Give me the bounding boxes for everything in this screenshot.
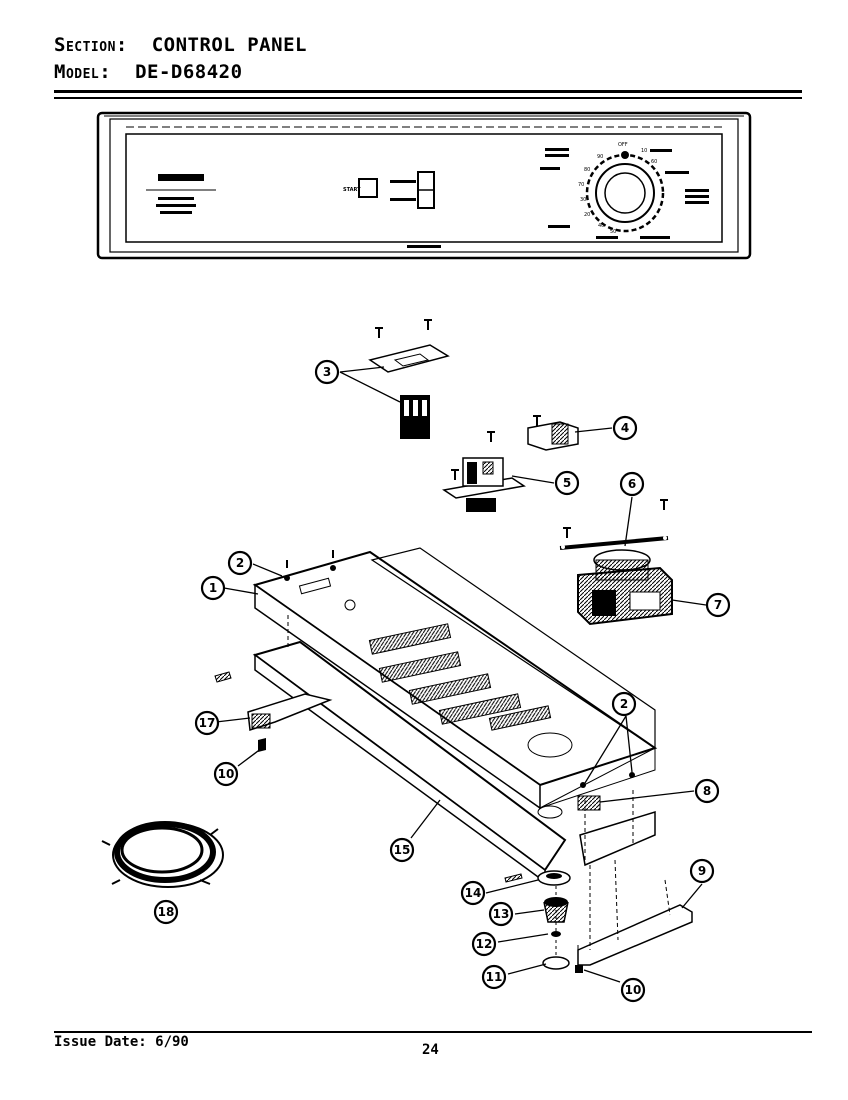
part-7-timer	[577, 549, 673, 626]
dial-number-30: 30	[580, 197, 586, 203]
callout-17-label: 17	[199, 716, 216, 730]
dial-number-50: 50	[610, 229, 616, 235]
part-6-strap	[559, 499, 669, 550]
dial-number-10: 10	[641, 148, 647, 154]
callout-18-label: 18	[158, 905, 175, 919]
callout-13-label: 13	[493, 907, 510, 921]
callout-8-label: 8	[703, 784, 711, 798]
model-label: Model:	[54, 61, 112, 83]
leader-lines	[215, 366, 707, 983]
callout-11-label: 11	[486, 970, 503, 984]
part-18-wire-harness	[101, 821, 224, 888]
callout-13: 13	[488, 901, 514, 927]
section-heading: Section: CONTROL PANEL	[54, 34, 307, 56]
callout-7-label: 7	[714, 598, 722, 612]
callout-12-label: 12	[476, 937, 493, 951]
section-value: CONTROL PANEL	[151, 34, 307, 56]
dial-number-80: 80	[584, 167, 590, 173]
callout-6-label: 6	[628, 477, 636, 491]
start-label: START	[343, 187, 361, 193]
part-4-switch	[527, 415, 579, 451]
callout-3-label: 3	[323, 365, 331, 379]
callout-15-label: 15	[394, 843, 411, 857]
callout-15: 15	[389, 837, 415, 863]
callout-18: 18	[153, 899, 179, 925]
callout-2a-label: 2	[236, 556, 244, 570]
callout-1: 1	[200, 575, 226, 601]
header-rule-thin	[54, 97, 802, 99]
knob-parts	[504, 870, 571, 970]
callout-2b-label: 2	[620, 697, 628, 711]
callout-3: 3	[314, 359, 340, 385]
callout-6: 6	[619, 471, 645, 497]
timer-dial	[585, 151, 665, 233]
dial-number-70: 70	[578, 182, 584, 188]
callout-8: 8	[694, 778, 720, 804]
callout-9-label: 9	[698, 864, 706, 878]
callout-5-label: 5	[563, 476, 571, 490]
callout-12: 12	[471, 931, 497, 957]
part-17-bracket	[214, 671, 333, 752]
dial-number-40: 40	[598, 223, 604, 229]
part-9-bracket	[575, 859, 693, 973]
callout-10b: 10	[620, 977, 646, 1003]
part-3-assembly	[368, 319, 450, 439]
callout-14: 14	[460, 880, 486, 906]
callout-9: 9	[689, 858, 715, 884]
model-heading: Model: DE-D68420	[54, 61, 243, 83]
model-value: DE-D68420	[135, 61, 243, 83]
start-button	[358, 178, 378, 198]
callout-5: 5	[554, 470, 580, 496]
footer-rule	[54, 1031, 812, 1033]
control-panel-front-view: START 10 20 30 40 50 60 70 80 9	[96, 111, 752, 260]
issue-date: Issue Date: 6/90	[54, 1034, 189, 1050]
callout-17: 17	[194, 710, 220, 736]
callout-7: 7	[705, 592, 731, 618]
callout-10a-label: 10	[218, 767, 235, 781]
callout-1-label: 1	[209, 581, 217, 595]
section-label: Section:	[54, 34, 128, 56]
dial-number-90: 90	[597, 154, 603, 160]
dial-number-60: 60	[651, 159, 657, 165]
main-panel-frame	[252, 547, 658, 884]
callout-11: 11	[481, 964, 507, 990]
callout-14-label: 14	[465, 886, 482, 900]
dial-number-off: OFF	[618, 142, 628, 148]
dial-number-20: 20	[584, 212, 590, 218]
callout-2a: 2	[227, 550, 253, 576]
callout-10a: 10	[213, 761, 239, 787]
callout-2b: 2	[611, 691, 637, 717]
callout-4: 4	[612, 415, 638, 441]
part-5-switch	[442, 431, 526, 512]
brand-logo	[158, 174, 204, 181]
exploded-parts-diagram: START 10 20 30 40 50 60 70 80 9	[96, 111, 752, 1003]
callout-10b-label: 10	[625, 983, 642, 997]
callout-4-label: 4	[621, 421, 629, 435]
header-rule-thick	[54, 90, 802, 93]
page-number: 24	[422, 1042, 439, 1058]
